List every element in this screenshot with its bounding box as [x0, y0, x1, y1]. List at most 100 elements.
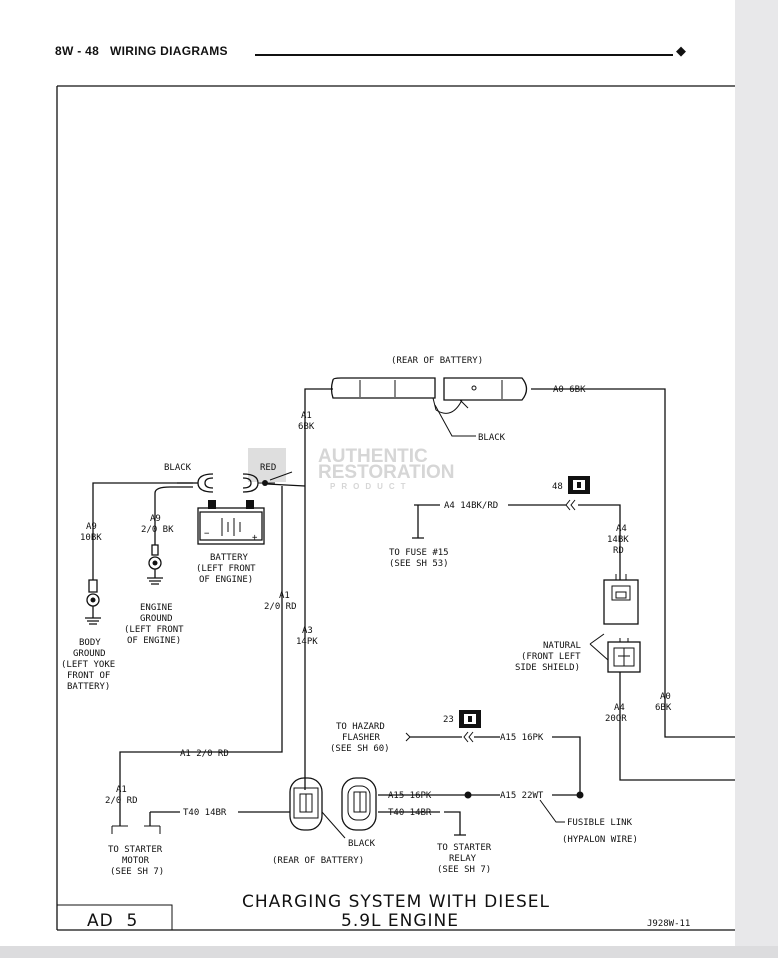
- wire-a0-6bk: [531, 388, 735, 738]
- label-a4-vert: A4 14BK RD: [607, 524, 629, 556]
- label-a1: A1: [301, 411, 312, 421]
- wire-a9-2-0-bk: [154, 482, 193, 545]
- svg-text:FRONT OF: FRONT OF: [67, 671, 110, 681]
- svg-text:FUSIBLE LINK: FUSIBLE LINK: [567, 818, 633, 828]
- label-6bk: 6BK: [298, 422, 315, 432]
- label-a4-20or: A4 20OR: [605, 703, 627, 724]
- label-rear-of-battery-bottom: (REAR OF BATTERY): [272, 856, 364, 866]
- diagram-page: [0, 0, 735, 958]
- page-header: 8W - 48 WIRING DIAGRAMS: [55, 44, 228, 58]
- svg-text:A0: A0: [660, 692, 671, 702]
- svg-text:FLASHER: FLASHER: [342, 733, 381, 743]
- wire-a4-14bk-rd: [508, 504, 621, 580]
- splice-break-48: [565, 499, 576, 511]
- svg-text:GROUND: GROUND: [140, 614, 173, 624]
- label-a9-mid: A9: [150, 514, 161, 524]
- label-natural: NATURAL (FRONT LEFT SIDE SHIELD): [515, 641, 581, 673]
- battery-icon: − +: [197, 500, 265, 545]
- label-red-term: RED: [260, 463, 276, 473]
- viewer-bottom-bar: [0, 946, 778, 958]
- leader-fusible-link: [539, 799, 565, 823]
- title-line-1: CHARGING SYSTEM WITH DIESEL: [242, 892, 550, 912]
- svg-text:OF ENGINE): OF ENGINE): [127, 636, 181, 646]
- diagram-frame: [56, 85, 735, 931]
- svg-text:14BK: 14BK: [607, 535, 629, 545]
- section-box: [57, 904, 173, 930]
- connector-48-icon: [568, 476, 590, 494]
- page-header-title: WIRING DIAGRAMS: [110, 44, 228, 58]
- svg-text:BODY: BODY: [79, 638, 101, 648]
- label-a15-16pk-mid: A15 16PK: [388, 791, 432, 801]
- wire-t40-14br-mid: [378, 811, 466, 836]
- svg-text:(SEE SH 7): (SEE SH 7): [110, 867, 164, 877]
- svg-text:(HYPALON WIRE): (HYPALON WIRE): [562, 835, 638, 845]
- svg-text:+: +: [252, 533, 258, 543]
- watermark-line2: RESTORATION: [318, 462, 455, 483]
- svg-text:2/0 RD: 2/0 RD: [264, 602, 297, 612]
- svg-text:−: −: [204, 529, 210, 539]
- battery-terminal-positive: [242, 473, 275, 493]
- label-a1-left: A1 2/0 RD: [105, 785, 138, 806]
- label-to-starter-relay: TO STARTER RELAY (SEE SH 7): [437, 843, 492, 875]
- section-label: AD 5: [87, 911, 138, 931]
- figure-id: J928W-11: [647, 919, 690, 929]
- starter-motor-stubs: [111, 825, 161, 834]
- wire-a1-6bk: [304, 388, 333, 486]
- svg-text:MOTOR: MOTOR: [122, 856, 150, 866]
- label-connector-23: 23: [443, 715, 454, 725]
- label-2-0-bk: 2/0 BK: [141, 525, 174, 535]
- header-rule: [255, 54, 673, 56]
- page-number: 8W - 48: [55, 44, 100, 58]
- battery-terminal-negative: [193, 473, 214, 493]
- engine-ground-icon: [147, 544, 163, 585]
- svg-text:2/0 RD: 2/0 RD: [105, 796, 138, 806]
- splice-dot-2: [576, 791, 584, 799]
- svg-text:(FRONT LEFT: (FRONT LEFT: [521, 652, 581, 662]
- fuse-stub: [412, 505, 424, 539]
- svg-text:SIDE SHIELD): SIDE SHIELD): [515, 663, 580, 673]
- wire-a1-2-0-rd: [119, 486, 283, 826]
- svg-text:A1: A1: [279, 591, 290, 601]
- svg-text:RELAY: RELAY: [449, 854, 477, 864]
- svg-text:A4: A4: [616, 524, 627, 534]
- natural-connector-icon: [603, 574, 641, 673]
- connector-23-icon: [459, 710, 481, 728]
- svg-text:A3: A3: [302, 626, 313, 636]
- svg-text:TO FUSE #15: TO FUSE #15: [389, 548, 449, 558]
- label-to-fuse: TO FUSE #15 (SEE SH 53): [389, 548, 449, 569]
- leader-natural: [589, 633, 609, 661]
- label-connector-48: 48: [552, 482, 563, 492]
- svg-text:GROUND: GROUND: [73, 649, 106, 659]
- watermark-logo: AUTHENTIC RESTORATION PRODUCT: [248, 446, 455, 491]
- svg-text:(LEFT FRONT: (LEFT FRONT: [124, 625, 184, 635]
- svg-text:(SEE SH 60): (SEE SH 60): [330, 744, 390, 754]
- label-a15-16pk-top: A15 16PK: [500, 733, 544, 743]
- svg-text:A1: A1: [116, 785, 127, 795]
- label-rear-of-battery-top: (REAR OF BATTERY): [391, 356, 483, 366]
- label-t40-14br-left: T40 14BR: [183, 808, 227, 818]
- label-t40-14br-mid: T40 14BR: [388, 808, 432, 818]
- svg-text:BATTERY): BATTERY): [67, 682, 110, 692]
- label-to-hazard: TO HAZARD FLASHER (SEE SH 60): [330, 722, 390, 754]
- battery-rear-connector: [330, 377, 528, 414]
- svg-text:TO STARTER: TO STARTER: [437, 843, 492, 853]
- svg-text:6BK: 6BK: [655, 703, 672, 713]
- wire-a15-16pk-top: [410, 736, 581, 795]
- svg-text:14PK: 14PK: [296, 637, 318, 647]
- watermark-line3: PRODUCT: [330, 482, 412, 491]
- label-a0-vert: A0 6BK: [655, 692, 672, 713]
- wire-a9-10bk: [92, 482, 193, 580]
- label-a9-left: A9: [86, 522, 97, 532]
- svg-text:BATTERY: BATTERY: [210, 553, 249, 563]
- label-a1-2-0-rd-horiz: A1 2/0 RD: [180, 749, 229, 759]
- wire-t40-to-motor: [149, 811, 180, 826]
- label-fusible-link: FUSIBLE LINK (HYPALON WIRE): [562, 818, 638, 845]
- wire-a9-2-0-bk-bend: [154, 486, 193, 500]
- svg-text:(SEE SH 7): (SEE SH 7): [437, 865, 491, 875]
- viewer-sidebar: [735, 0, 778, 958]
- svg-text:(LEFT YOKE: (LEFT YOKE: [61, 660, 115, 670]
- title-line-2: 5.9L ENGINE: [341, 911, 459, 931]
- leader-black-conn: [434, 404, 476, 437]
- label-a3-14pk: A3 14PK: [296, 626, 318, 647]
